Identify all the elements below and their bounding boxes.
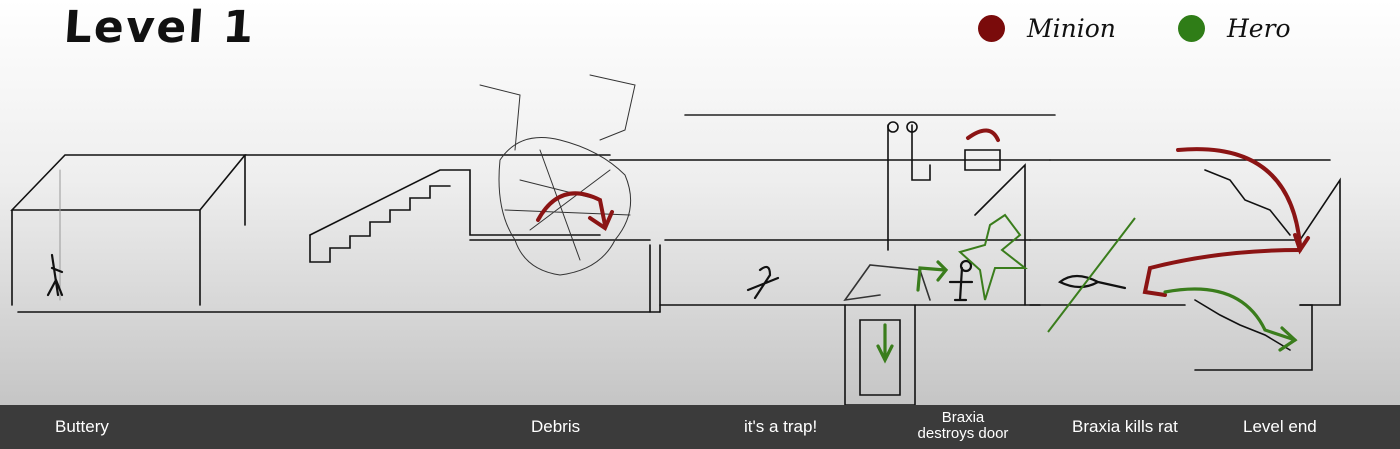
caption-bar xyxy=(0,405,1400,449)
caption-level-end: Level end xyxy=(1243,417,1317,436)
legend-minion-label: Minion xyxy=(1027,14,1116,43)
level-title: Level 1 xyxy=(62,2,258,53)
caption-trap: it's a trap! xyxy=(744,417,818,436)
minion-color-dot xyxy=(978,15,1005,42)
figures xyxy=(46,253,1127,302)
caption-braxia-door-line1: Braxia xyxy=(941,409,985,426)
rat-slash xyxy=(1047,217,1136,333)
room-buttery xyxy=(10,154,661,313)
caption-debris: Debris xyxy=(531,417,581,436)
caption-buttery: Buttery xyxy=(55,417,109,436)
corridor-trap xyxy=(609,114,1056,406)
legend-hero-label: Hero xyxy=(1227,14,1291,43)
legend-minion: Minion xyxy=(978,14,1116,43)
stairs-left xyxy=(309,169,651,263)
caption-braxia-door: Braxia destroys door xyxy=(911,410,1015,442)
caption-braxia-rat: Braxia kills rat xyxy=(1072,417,1178,436)
hero-color-dot xyxy=(1178,15,1205,42)
room-level-end xyxy=(1029,159,1341,371)
legend-hero: Hero xyxy=(1178,14,1291,43)
minion-arrows xyxy=(536,128,1310,297)
caption-braxia-door-line2: destroys door xyxy=(917,425,1009,442)
hero-arrows xyxy=(876,213,1298,364)
door-structure xyxy=(887,121,1026,306)
debris-pile xyxy=(479,74,636,276)
